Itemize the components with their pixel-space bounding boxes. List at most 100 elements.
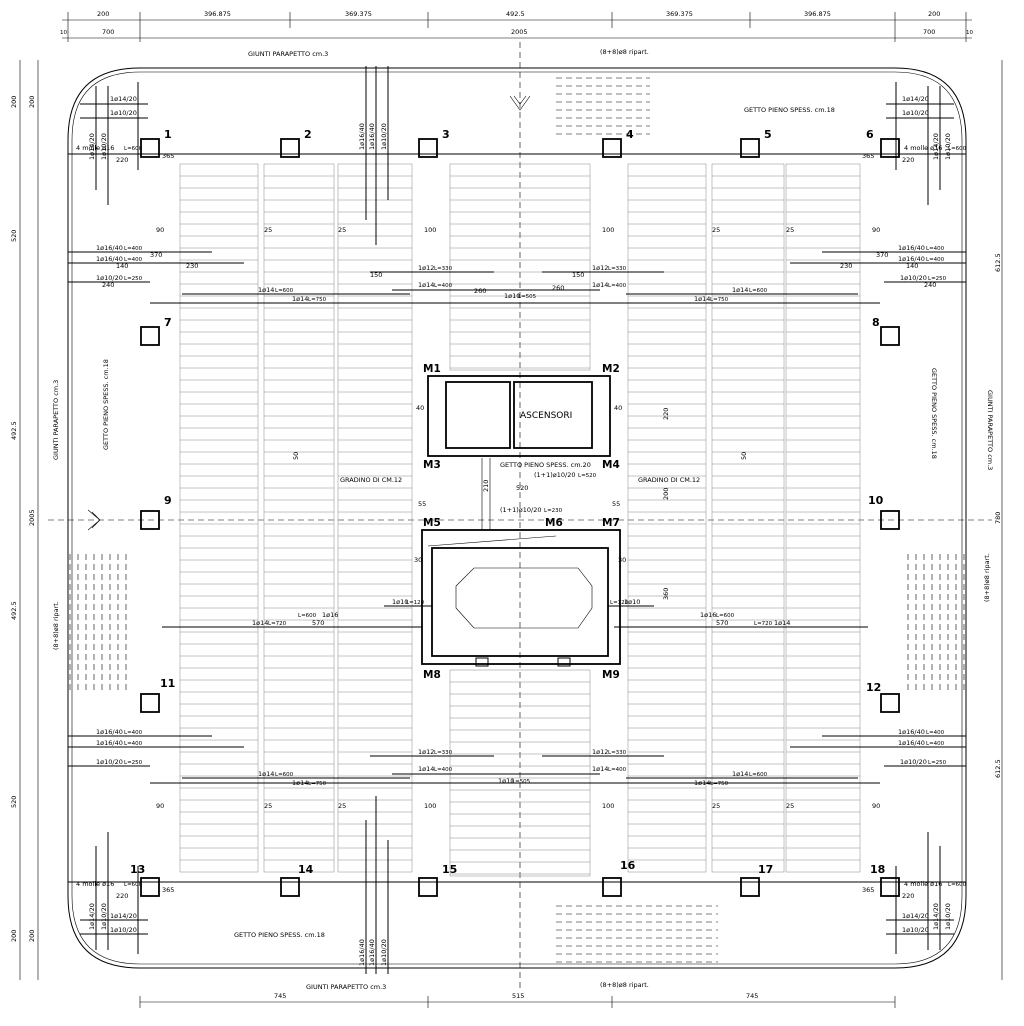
- rebar-bc-1-len: L=330: [434, 750, 453, 756]
- column-label-9: 9: [164, 494, 172, 507]
- rebar-tl-3-len: L=250: [124, 276, 143, 282]
- getto-top-label: GETTO PIENO SPESS. cm.18: [744, 106, 835, 114]
- mid-bar-r2: 1ø16: [700, 611, 716, 619]
- corner-bl-e: 1ø10/20: [100, 903, 108, 930]
- left-dim-6: 200: [10, 930, 18, 942]
- rebar-tr-3: 1ø10/20: [900, 274, 927, 282]
- gradino-left-label: GRADINO DI CM.12: [340, 476, 402, 484]
- dim-25-1: 25: [264, 226, 272, 234]
- left-dim-2: 520: [10, 230, 18, 242]
- core-label-M1: M1: [423, 363, 441, 375]
- rebar-tr-4: 1ø14: [732, 286, 748, 294]
- rebar-bl-2: 1ø16/40: [96, 739, 123, 747]
- corner-rebar: 1ø14/20 1ø10/20 4 molle ø16 L=600 1ø14/2…: [76, 82, 967, 954]
- column-label-15: 15: [442, 863, 457, 876]
- dim-260-l: 260: [474, 287, 486, 295]
- rebar-br-2-len: L=400: [926, 741, 945, 747]
- dim-100-2: 100: [602, 226, 614, 234]
- dim-230-r: 230: [840, 262, 852, 270]
- column-label-11: 11: [160, 677, 175, 690]
- top-dim-3: 369.375: [345, 10, 372, 18]
- rebar-bc-3-len: L=505: [512, 779, 531, 785]
- bottom-dim-3: 745: [746, 992, 758, 1000]
- column-label-1: 1: [164, 128, 172, 141]
- column-label-4: 4: [626, 128, 634, 141]
- column-label-14: 14: [298, 863, 314, 876]
- top-dim-4: 492.5: [506, 10, 525, 18]
- rebar-bc-4-len: L=330: [608, 750, 627, 756]
- axis-lines: [48, 42, 992, 990]
- rebar-br-4: 1ø14: [732, 770, 748, 778]
- vbar-top-2: 1ø16/40: [368, 123, 376, 150]
- column-4: [602, 138, 622, 158]
- small-dimensions: 90 25 25 100 100 25 25 90 90 25 25 100 1…: [102, 152, 936, 900]
- top-sub-dim-5: 10: [966, 30, 973, 36]
- top-dim-6: 396.875: [804, 10, 831, 18]
- corner-tr-cl: L=600: [948, 146, 967, 152]
- vbar-bot-3: 1ø10/20: [380, 939, 388, 966]
- rebar-tl-2-len: L=400: [124, 257, 143, 263]
- rebar-tl-3: 1ø10/20: [96, 274, 123, 282]
- dim-55-r: 55: [612, 500, 620, 508]
- top-sub-dim-1: 10: [60, 30, 67, 36]
- dim-240-l: 240: [102, 281, 114, 289]
- stair-core-wall: [421, 529, 621, 665]
- column-12: [880, 693, 900, 713]
- ripart-left-label: (8+8)ø8 ripart.: [52, 601, 60, 650]
- rebar-bl-4: 1ø14: [258, 770, 274, 778]
- dim-150-r: 150: [572, 271, 584, 279]
- rebar-bc-5-len: L=400: [608, 767, 627, 773]
- left-inner-dim-2: 200: [28, 930, 36, 942]
- top-dim-1: 200: [97, 10, 109, 18]
- rebar-tr-2: 1ø16/40: [898, 255, 925, 263]
- column-label-8: 8: [872, 316, 880, 329]
- dim-50-l: 50: [292, 452, 300, 460]
- stair-notch-1: [475, 657, 489, 667]
- dim-55-l: 55: [418, 500, 426, 508]
- rebar-bl-3: 1ø10/20: [96, 758, 123, 766]
- slab-outline: [67, 67, 967, 969]
- rebar-bl-1-len: L=400: [124, 730, 143, 736]
- rebar-tc-5-len: L=400: [608, 283, 627, 289]
- joist-block-2: [337, 163, 413, 873]
- rebar-tc-4-len: L=330: [608, 266, 627, 272]
- mid-bar-l4: 570: [312, 619, 324, 627]
- mid-bar-l2-len: L=600: [298, 613, 317, 619]
- giunti-bottom-label: GIUNTI PARAPETTO cm.3: [306, 983, 386, 991]
- column-18: [880, 877, 900, 897]
- dim-90-br: 90: [872, 802, 880, 810]
- corner-tl-d: 1ø14/20: [88, 133, 96, 160]
- mid-bar-r3: 1ø14: [774, 619, 790, 627]
- giunti-top-label: GIUNTI PARAPETTO cm.3: [248, 50, 328, 58]
- joist-block-3: [627, 163, 707, 873]
- corner-bl-b: 1ø10/20: [110, 926, 137, 934]
- rebar-tl-2: 1ø16/40: [96, 255, 123, 263]
- column-14: [280, 877, 300, 897]
- vertical-rebar: 1ø16/40 1ø16/40 1ø10/20 1ø16/40 1ø16/40 …: [358, 66, 389, 974]
- rebar-bc-5: 1ø14: [592, 765, 608, 773]
- dim-40-l: 40: [416, 404, 424, 412]
- top-dim-5: 369.375: [666, 10, 693, 18]
- joist-strips: [179, 163, 861, 877]
- corner-tr-d: 1ø14/20: [932, 133, 940, 160]
- left-dim-5: 520: [10, 796, 18, 808]
- mid-bar-r1-len: L=120: [610, 600, 629, 606]
- elevator-shaft-1: [445, 381, 511, 449]
- mid-bar-l1: 1ø10: [392, 598, 408, 606]
- dim-40-r: 40: [614, 404, 622, 412]
- dim-100-3: 100: [424, 802, 436, 810]
- column-label-6: 6: [866, 128, 874, 141]
- corner-tl-cl: L=600: [124, 146, 143, 152]
- rebar-bl-5: 1ø14: [292, 779, 308, 787]
- dim-25-6: 25: [338, 802, 346, 810]
- top-dimension-chain: 200 396.875 369.375 492.5 369.375 396.87…: [60, 10, 973, 42]
- dim-30-l: 30: [414, 556, 422, 564]
- getto-center-label: GETTO PIENO SPESS. cm.20: [500, 461, 591, 469]
- rebar-bl-2-len: L=400: [124, 741, 143, 747]
- rebar-bl-4-len: L=600: [275, 772, 294, 778]
- rebar-tl-5: 1ø14: [292, 295, 308, 303]
- corner-tr-e: 1ø10/20: [944, 133, 952, 160]
- center-bar-2-label: (1+1)ø10/20: [500, 506, 542, 514]
- rebar-br-1-len: L=400: [926, 730, 945, 736]
